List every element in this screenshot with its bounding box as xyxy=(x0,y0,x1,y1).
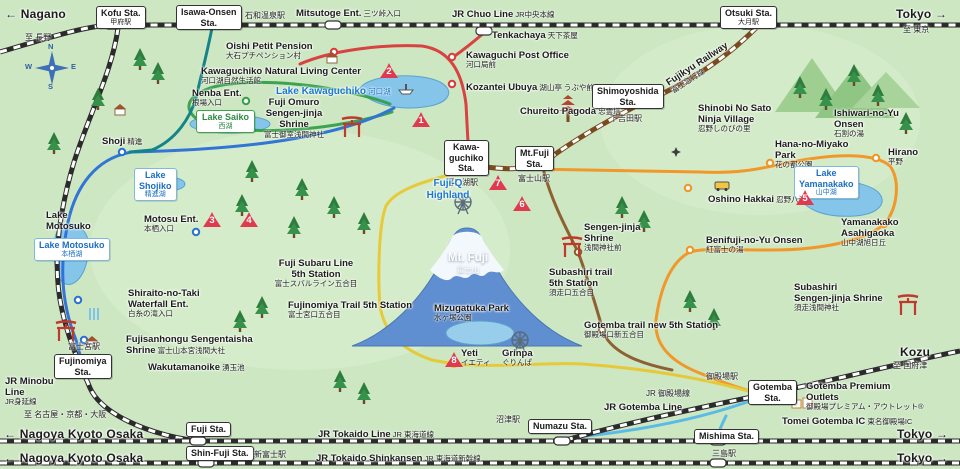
route-yellow xyxy=(377,168,754,394)
poi-icons xyxy=(35,51,920,409)
compass-rose xyxy=(35,51,69,85)
pagoda-icon xyxy=(559,95,577,122)
lake-shojiko-shape xyxy=(134,175,186,193)
route-brown xyxy=(542,170,674,372)
route-green xyxy=(187,80,394,132)
route-blue xyxy=(61,106,396,372)
waterfall-icon xyxy=(89,308,99,320)
mizugatuka-pond xyxy=(445,320,515,346)
route-teal xyxy=(128,26,214,154)
bus-icon xyxy=(714,181,730,191)
route-orange xyxy=(474,154,898,396)
ship-icon xyxy=(398,84,414,95)
shuriken-icon xyxy=(671,147,681,157)
mt-fuji-illustration xyxy=(351,227,583,347)
